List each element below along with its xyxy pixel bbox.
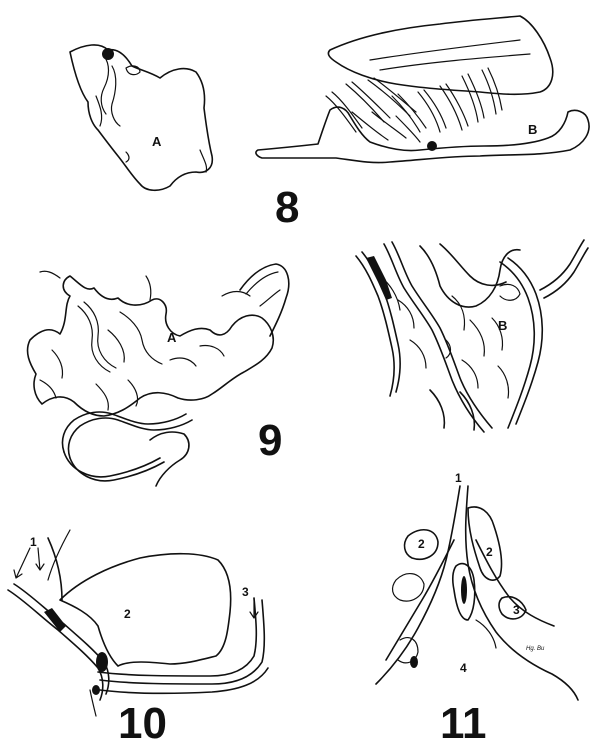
- figure-8-number: 8: [275, 183, 299, 232]
- figure-8a-blot: [102, 48, 114, 60]
- figure-10: 1 2 3 10: [8, 530, 268, 743]
- figure-8a-label: A: [152, 134, 162, 149]
- figure-8b-streaks: [326, 68, 502, 142]
- figure-11-label-4: 4: [460, 661, 467, 675]
- figure-10-label-2: 2: [124, 607, 131, 621]
- figure-11-label-2-left: 2: [418, 537, 425, 551]
- figure-11-label-3: 3: [513, 603, 520, 617]
- figure-10-number: 10: [118, 699, 167, 743]
- figure-8b-blot: [427, 141, 437, 151]
- figure-11-label-1: 1: [455, 471, 462, 485]
- figure-11-label-2-right: 2: [486, 545, 493, 559]
- figure-10-region-2: [60, 554, 231, 666]
- figure-10-blots: [44, 608, 108, 695]
- figure-10-label-1: 1: [30, 535, 37, 549]
- figure-8: A B 8: [70, 16, 589, 232]
- figure-10-arrow-1: [14, 548, 30, 578]
- figure-8b-label: B: [528, 122, 537, 137]
- figure-9a-network: [28, 264, 289, 486]
- figure-9: A B 9: [28, 240, 588, 486]
- figure-10-arrow-3: [250, 598, 258, 618]
- figure-11-islands: [393, 507, 526, 663]
- figure-9b-network: [356, 240, 588, 432]
- figure-11-channels: [376, 486, 578, 700]
- figure-10-label-3: 3: [242, 585, 249, 599]
- figure-11-number: 11: [440, 699, 487, 743]
- figure-11-credit: Hg. Bu: [526, 646, 545, 652]
- figure-8a-outline: [70, 45, 212, 190]
- figure-10-arrow-2: [36, 548, 44, 570]
- figure-11-blots: [410, 576, 467, 668]
- figure-9a-label: A: [167, 330, 177, 345]
- figure-8b-outline: [256, 16, 589, 163]
- figure-11: 1 2 2 3 4 Hg. Bu 11: [376, 471, 578, 743]
- figure-9b-label: B: [498, 318, 507, 333]
- figure-9-number: 9: [258, 416, 282, 465]
